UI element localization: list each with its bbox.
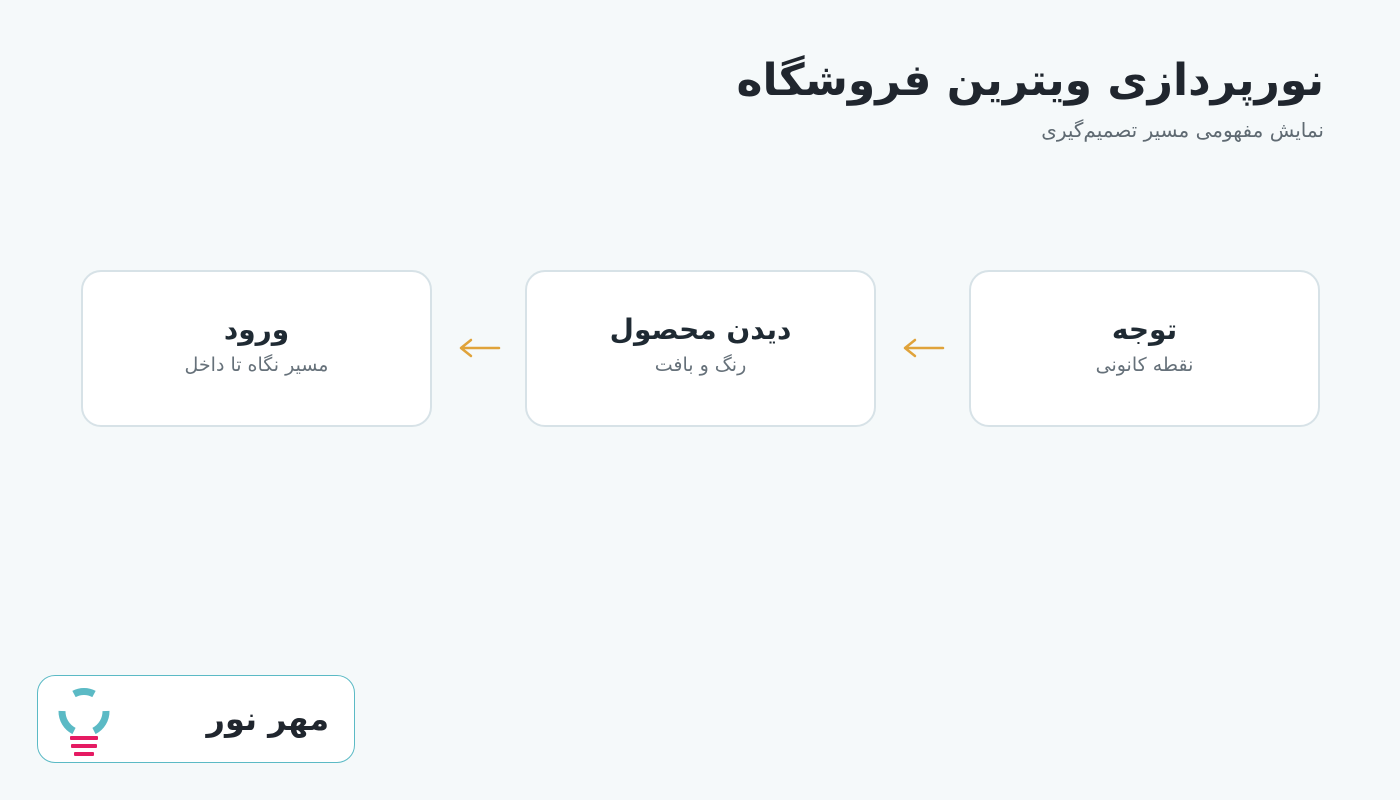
step-product-card: دیدن محصول رنگ و بافت	[525, 269, 876, 427]
flow-arrow-1	[876, 270, 969, 427]
brand-name: مهر نور	[206, 700, 329, 738]
step-product-title: دیدن محصول	[609, 313, 792, 347]
lightbulb-icon	[58, 687, 110, 756]
page-header: نورپردازی ویترین فروشگاه نمایش مفهومی مس…	[524, 55, 1325, 143]
page-subtitle: نمایش مفهومی مسیر تصمیم‌گیری	[1041, 118, 1324, 143]
step-attention-title: توجه	[1111, 313, 1178, 347]
brand-box: مهر نور	[37, 675, 355, 763]
flow-arrow-2	[432, 270, 525, 427]
step-attention-description: نقطه کانونی	[1095, 354, 1194, 377]
arrow-left-icon	[903, 338, 944, 358]
decision-flow-diagram: توجه نقطه کانونی دیدن محصول رنگ و بافت و…	[80, 267, 1320, 429]
step-product-description: رنگ و بافت	[654, 354, 747, 377]
page-title: نورپردازی ویترین فروشگاه	[736, 55, 1325, 106]
step-entry-description: مسیر نگاه تا داخل	[184, 354, 329, 377]
step-entry-title: ورود	[223, 313, 290, 347]
step-entry-card: ورود مسیر نگاه تا داخل	[81, 269, 432, 427]
step-attention-card: توجه نقطه کانونی	[969, 269, 1320, 427]
arrow-left-icon	[459, 338, 500, 358]
